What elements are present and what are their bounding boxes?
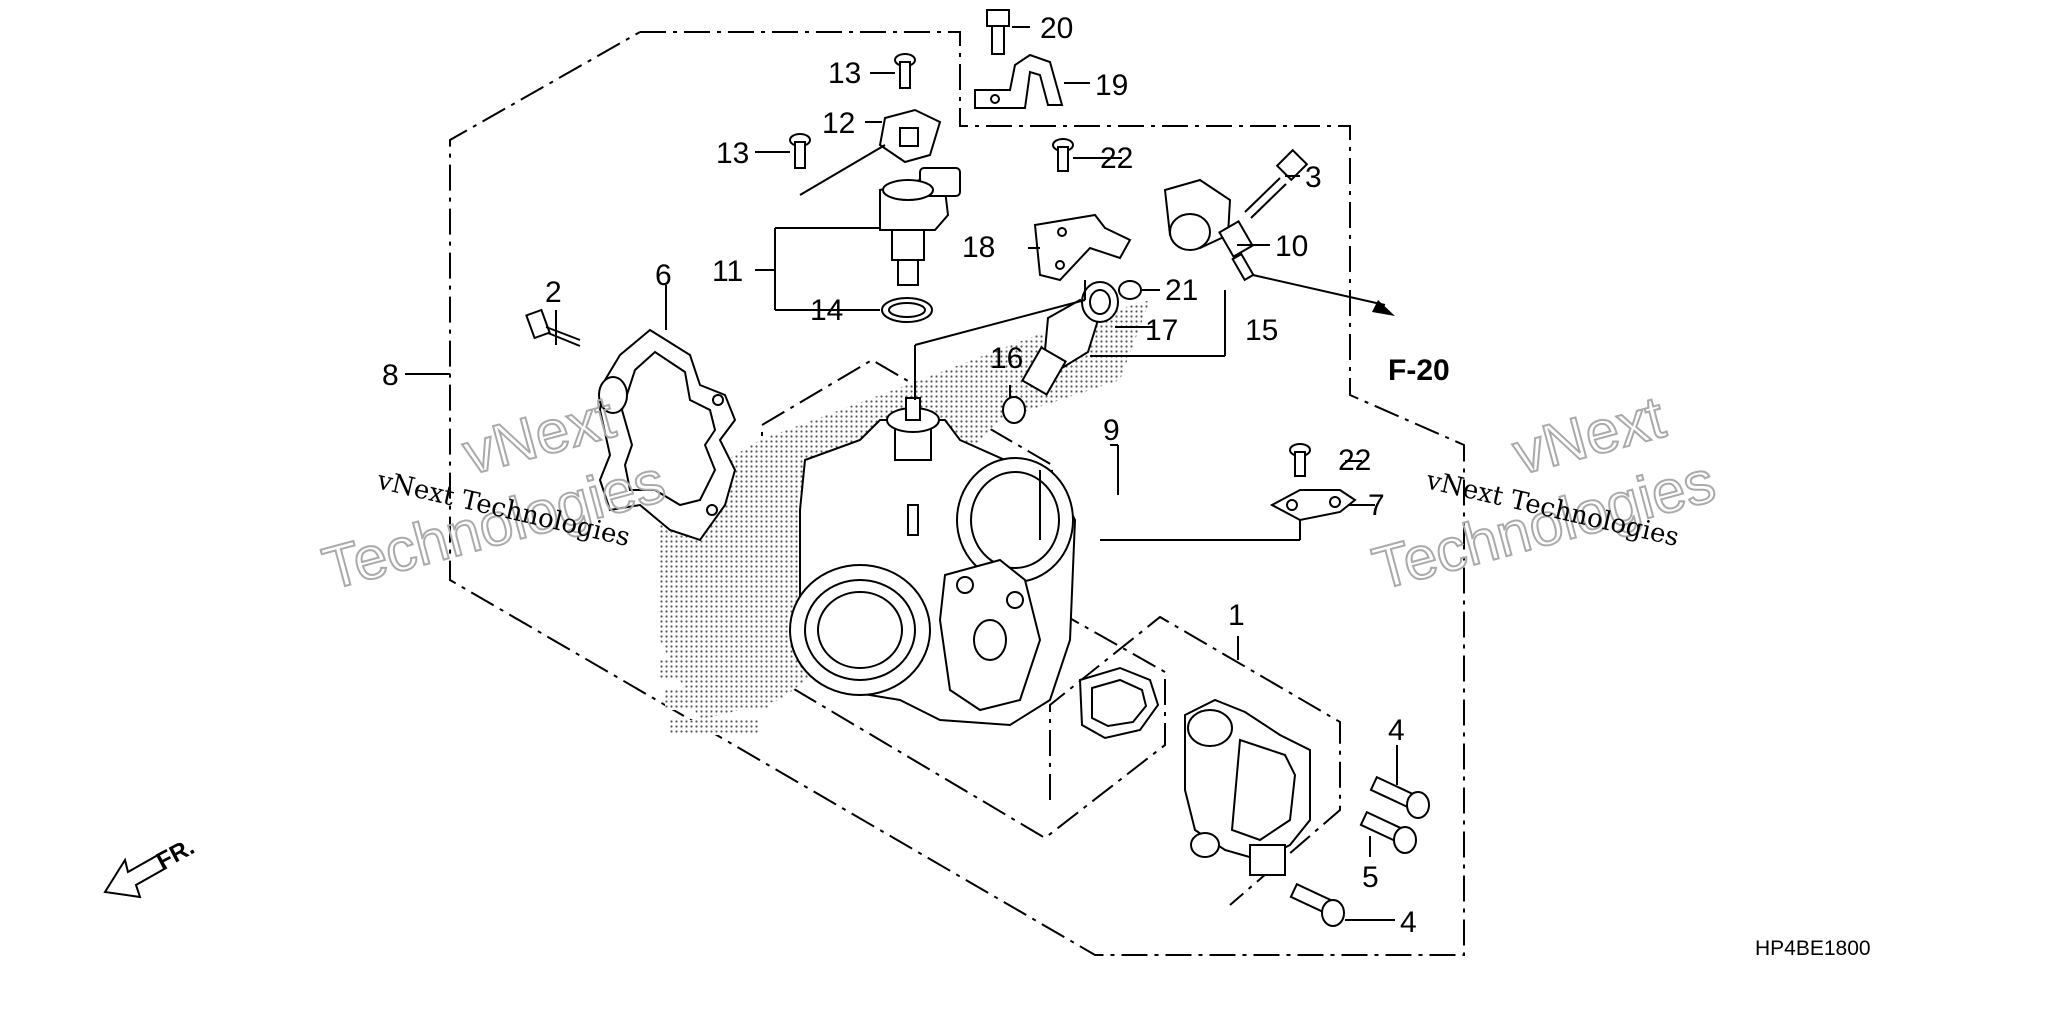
cover-6 xyxy=(598,328,737,542)
callout-15: 15 xyxy=(1245,314,1278,347)
sensor-1 xyxy=(1184,698,1311,876)
clamp-19 xyxy=(974,53,1064,109)
leader-lines xyxy=(405,26,1398,921)
o-ring-14-inner xyxy=(888,302,926,318)
o-ring-16 xyxy=(1002,396,1026,424)
callout-16: 16 xyxy=(990,342,1023,375)
plate-7-hole-a xyxy=(1286,499,1298,511)
bracket-18-hole-b xyxy=(1055,260,1065,270)
bolt-5 xyxy=(1359,810,1417,854)
callout-10: 10 xyxy=(1275,230,1308,263)
callout-17: 17 xyxy=(1145,314,1178,347)
callout-13-left: 13 xyxy=(716,137,749,170)
callout-8: 8 xyxy=(382,359,399,392)
screw-22-top xyxy=(1052,138,1074,172)
sensor-outline-1 xyxy=(1049,615,1341,906)
bolt-20 xyxy=(986,9,1010,55)
callout-21: 21 xyxy=(1165,274,1198,307)
callout-18: 18 xyxy=(962,231,995,264)
callout-5: 5 xyxy=(1362,861,1379,894)
callout-6: 6 xyxy=(655,259,672,292)
throttle-body-9 xyxy=(789,397,1077,727)
cap-12 xyxy=(878,108,942,164)
callout-3: 3 xyxy=(1305,161,1322,194)
watermark-right: vNext Technologies vNext Technologies xyxy=(1365,382,1723,603)
callout-4-upper: 4 xyxy=(1388,714,1405,747)
callout-12: 12 xyxy=(822,107,855,140)
sensor-11 xyxy=(879,167,961,286)
callout-22-right: 22 xyxy=(1338,444,1371,477)
callout-22-top: 22 xyxy=(1100,142,1133,175)
bolt-3 xyxy=(1244,148,1309,219)
diagram-code: HP4BE1800 xyxy=(1755,937,1871,960)
shaded-stripes xyxy=(660,660,770,735)
cap-12-window xyxy=(899,127,919,147)
callout-labels: 1 2 3 4 4 5 6 7 8 9 10 11 12 13 13 14 15… xyxy=(382,12,1871,960)
gasket-inner xyxy=(1091,678,1148,728)
plate-7-hole-b xyxy=(1329,496,1341,508)
assembly-outline-8 xyxy=(449,31,1465,956)
callout-20: 20 xyxy=(1040,12,1073,45)
o-ring-21 xyxy=(1118,280,1142,300)
callout-7: 7 xyxy=(1368,489,1385,522)
bracket-18 xyxy=(1033,213,1132,282)
plate-7 xyxy=(1269,489,1357,522)
callout-13-top: 13 xyxy=(828,57,861,90)
bolt-4-lower xyxy=(1289,882,1345,927)
bolt-2 xyxy=(525,308,581,347)
fitting-10 xyxy=(1163,178,1255,282)
screw-22-right xyxy=(1289,443,1311,477)
callout-9: 9 xyxy=(1103,414,1120,447)
front-direction-arrow: FR. xyxy=(103,833,199,899)
callout-2: 2 xyxy=(545,276,562,309)
callout-4-lower: 4 xyxy=(1400,906,1417,939)
reference-f20: F-20 xyxy=(1388,354,1450,387)
callout-1: 1 xyxy=(1228,599,1245,632)
bolt-4-upper xyxy=(1369,775,1430,819)
clamp-19-hole xyxy=(990,94,1000,104)
callout-19: 19 xyxy=(1095,69,1128,102)
bracket-18-hole-a xyxy=(1057,227,1067,237)
screw-13-left xyxy=(789,133,811,169)
callout-11: 11 xyxy=(712,255,743,288)
callout-14: 14 xyxy=(810,294,843,327)
joint-15 xyxy=(1021,281,1119,396)
screw-13-top xyxy=(894,53,916,89)
reference-arrow-head xyxy=(1372,300,1395,316)
